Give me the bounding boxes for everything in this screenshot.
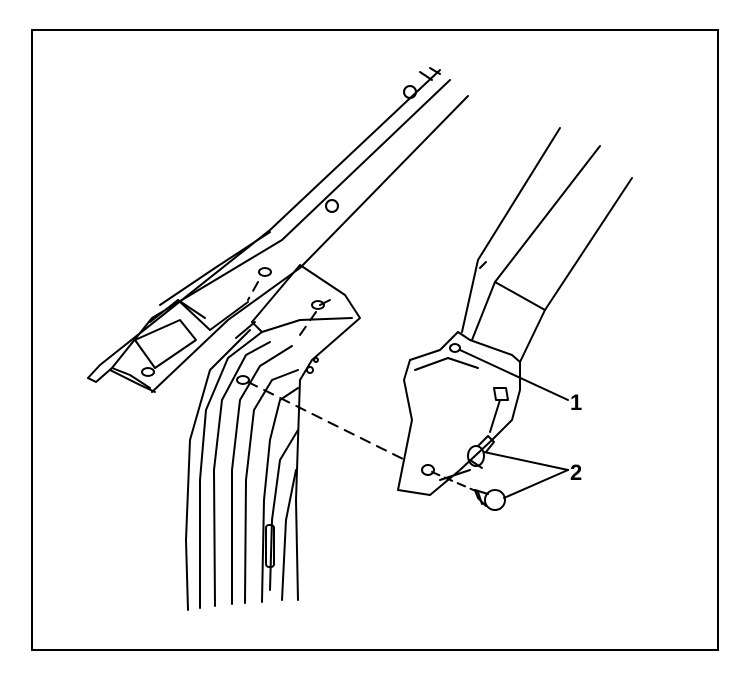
illustration-frame	[31, 29, 719, 651]
pillar-slot	[265, 524, 275, 568]
screw-lower	[474, 489, 506, 511]
alignment-dashes-pillar	[247, 281, 406, 461]
screw-upper	[467, 435, 495, 469]
rail-hole	[141, 367, 155, 377]
trim-hole-upper	[449, 343, 461, 353]
callout-2: 2	[570, 460, 583, 485]
alignment-dash-screw	[431, 471, 479, 493]
retainer-clip	[489, 387, 509, 433]
callout-1: 1	[570, 390, 583, 415]
pillar-dot-small	[313, 357, 319, 363]
pillar-hole-lower	[236, 375, 250, 385]
leader-lines	[459, 349, 569, 499]
roof-hole-lower	[325, 199, 339, 213]
pillar-dot	[306, 366, 314, 374]
pillar-hole-upper	[258, 267, 272, 277]
pillar-trim-molding	[397, 127, 633, 496]
pillar-hole-mid	[311, 300, 325, 310]
roof-rail	[87, 67, 469, 393]
pillar-panel	[185, 264, 361, 611]
trim-hole-lower	[421, 464, 435, 476]
roof-hole-upper	[403, 85, 417, 99]
